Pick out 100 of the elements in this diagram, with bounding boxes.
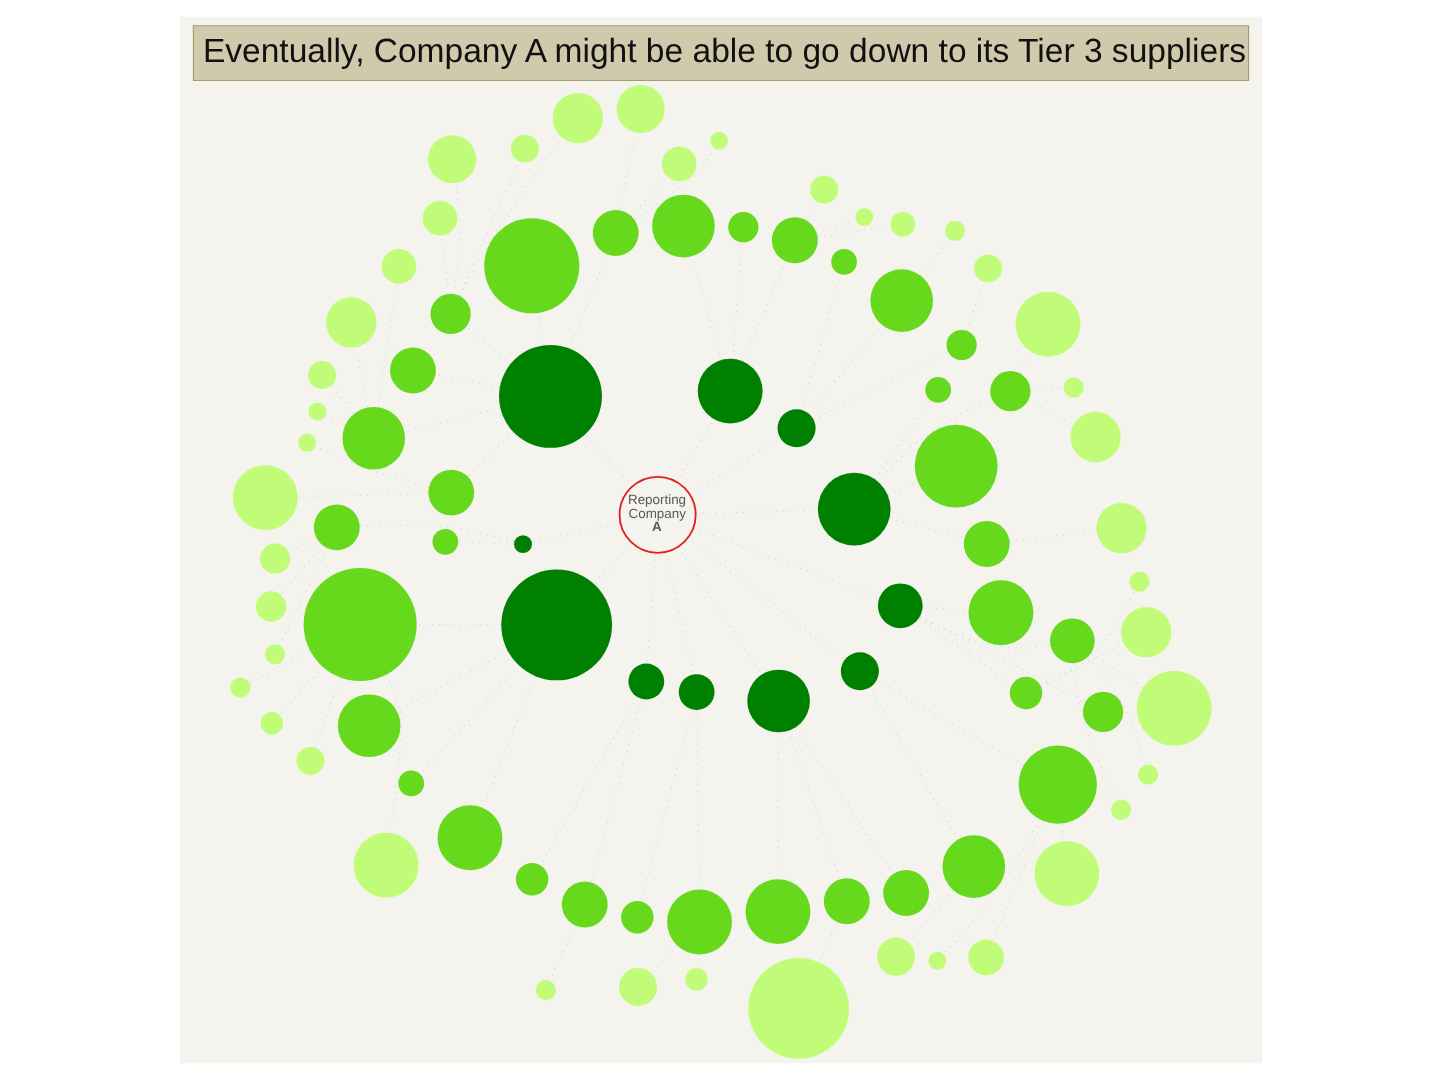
node-circle <box>677 674 714 710</box>
node-circle <box>822 878 869 925</box>
node-circle <box>747 958 849 1059</box>
node-circle <box>436 805 502 871</box>
node-circle <box>816 472 890 546</box>
node-circle <box>591 210 638 256</box>
connector <box>918 615 1085 703</box>
connector <box>530 522 620 543</box>
connector <box>676 546 761 676</box>
node-circle <box>943 220 965 241</box>
connector <box>874 680 1023 766</box>
connector <box>691 527 879 599</box>
connector <box>815 219 856 234</box>
node-circle <box>421 200 457 236</box>
connector <box>592 542 632 585</box>
node-circle <box>776 409 815 448</box>
connector <box>568 254 607 349</box>
node-circle <box>1081 691 1123 732</box>
connector <box>917 618 1012 685</box>
node-circle <box>1128 571 1149 592</box>
node-circle <box>973 254 1002 283</box>
connector <box>403 407 500 432</box>
node-circle <box>341 406 405 470</box>
node-circle <box>302 567 416 681</box>
connector <box>618 132 636 211</box>
connector <box>888 517 964 539</box>
node-circle <box>945 329 976 361</box>
node-circle <box>854 208 873 227</box>
node-circle <box>307 402 326 421</box>
connector <box>812 351 948 421</box>
node-circle <box>258 543 290 574</box>
connector <box>1008 530 1096 542</box>
node-circle <box>254 591 286 622</box>
node-circle <box>967 580 1033 646</box>
connector <box>376 283 396 408</box>
node-circle <box>380 249 416 284</box>
node-circle <box>889 211 915 237</box>
node-circle <box>259 712 283 735</box>
connector <box>354 346 368 408</box>
node-circle <box>1033 841 1099 907</box>
node-circle <box>1014 291 1080 357</box>
connector <box>817 921 837 963</box>
node-circle <box>560 881 607 928</box>
node-circle <box>1017 745 1096 824</box>
node-circle <box>509 134 538 163</box>
node-circle <box>618 967 657 1006</box>
node-circle <box>620 901 653 934</box>
node-circle <box>913 424 997 508</box>
connector <box>639 709 692 903</box>
node-circle <box>427 135 476 184</box>
connector <box>548 925 575 982</box>
connector <box>277 666 322 716</box>
diagram-title: Eventually, Company A might be able to go down to its Tier 3 suppliers <box>201 32 1246 71</box>
connector <box>1039 590 1135 688</box>
node-circle <box>551 92 603 144</box>
connector <box>649 945 677 974</box>
connector <box>965 281 984 332</box>
node-circle <box>882 870 929 916</box>
node-circle <box>352 832 418 898</box>
connector <box>457 161 519 296</box>
node-circle <box>514 863 548 896</box>
connector <box>633 148 715 221</box>
connector <box>1026 400 1073 426</box>
connector <box>794 726 893 874</box>
node-circle <box>513 535 531 554</box>
node-circle <box>746 669 809 733</box>
connector <box>907 890 953 943</box>
node-circle <box>839 652 878 691</box>
node-circle <box>1062 377 1083 398</box>
node-circle <box>967 939 1003 976</box>
node-circle <box>684 968 707 991</box>
node-circle <box>1069 411 1120 463</box>
connector <box>816 225 890 238</box>
node-circle <box>830 248 856 275</box>
node-circle <box>876 937 915 976</box>
node-circle <box>651 194 714 258</box>
connector <box>452 182 459 295</box>
node-circle <box>696 358 762 424</box>
connector <box>434 374 500 388</box>
node-circle <box>500 569 612 681</box>
node-circle <box>1120 607 1171 658</box>
node-circle <box>770 217 817 264</box>
connector <box>942 819 1040 955</box>
node-circle <box>989 371 1030 412</box>
node-circle <box>962 521 1009 567</box>
node-circle <box>389 347 435 394</box>
connector <box>385 673 402 834</box>
node-circle <box>709 131 727 150</box>
node-circle <box>307 361 336 390</box>
node-circle <box>615 85 664 134</box>
node-circle <box>941 835 1005 898</box>
node-circle <box>809 175 838 204</box>
node-circle <box>483 218 579 314</box>
connector <box>1039 643 1124 687</box>
node-circle <box>1049 618 1094 664</box>
connector <box>279 544 322 596</box>
node-circle <box>1137 764 1158 785</box>
connector <box>313 677 341 749</box>
node-circle <box>727 212 758 243</box>
connector <box>868 687 958 841</box>
